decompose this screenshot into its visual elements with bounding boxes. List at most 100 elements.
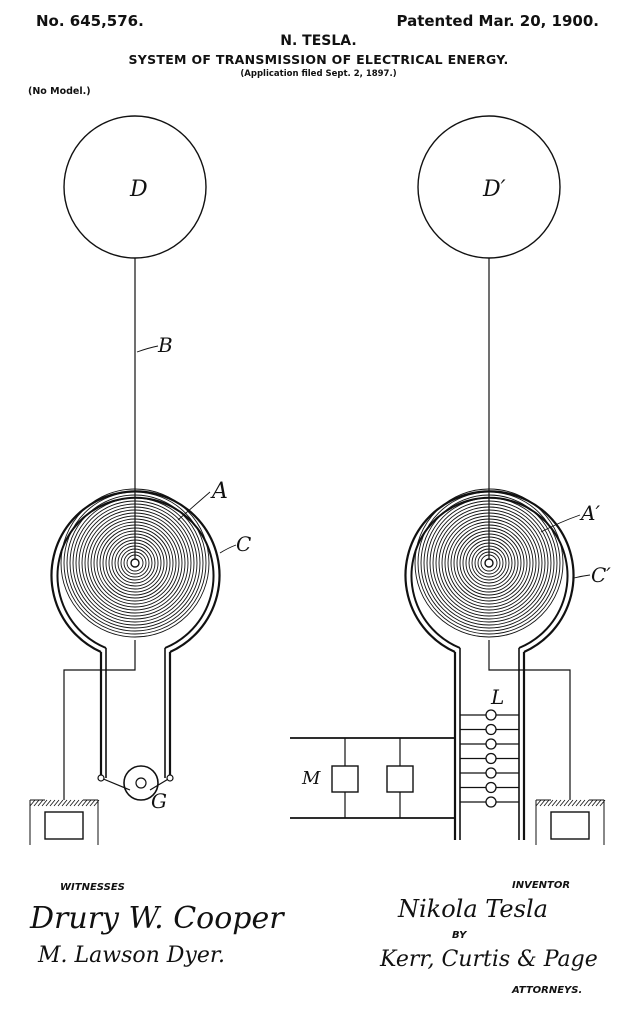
coil-turn <box>474 548 504 578</box>
coil-turn <box>423 497 555 629</box>
coil-turn <box>120 548 150 578</box>
ground-hatch <box>57 799 64 807</box>
coil-turn <box>450 524 528 602</box>
coil-turn <box>447 521 531 605</box>
application-date: (Application filed Sept. 2, 1897.) <box>240 69 397 79</box>
coil-turn <box>477 551 501 575</box>
casing-c <box>50 490 221 654</box>
leader-a <box>177 491 211 521</box>
coil-turn <box>123 551 147 575</box>
coil-turn <box>72 500 198 626</box>
ground-hatch <box>599 799 606 807</box>
coil-turn <box>93 521 177 605</box>
coil-turn <box>81 509 189 617</box>
ground-hatch <box>33 799 40 807</box>
coil-turn <box>438 512 540 614</box>
ground-hatch <box>81 799 88 807</box>
ground-hatch <box>539 799 546 807</box>
generator-g <box>123 765 159 801</box>
coil-turn <box>429 503 549 623</box>
ground-hatch <box>567 799 574 807</box>
coil-turn <box>471 545 507 581</box>
label-d-prime: D′ <box>482 177 506 202</box>
inventor-heading: N. TESLA. <box>280 33 357 49</box>
lamp <box>485 752 497 765</box>
coil-turn <box>90 518 180 608</box>
coil-turn <box>84 512 186 614</box>
ground-hatch <box>535 799 542 807</box>
coil-turn <box>75 503 195 623</box>
wire-g-right <box>149 777 171 791</box>
by-caption: BY <box>452 930 468 941</box>
coil-turn <box>102 530 168 596</box>
ground-hatch <box>29 799 36 807</box>
coil-turn <box>78 506 192 620</box>
coil-a-center <box>130 558 140 568</box>
coil-turn <box>108 536 162 590</box>
lead-to-ground-left <box>63 640 136 800</box>
ground-hatch <box>559 799 566 807</box>
label-a-prime: A′ <box>579 501 600 525</box>
witness-signature-2: M. Lawson Dyer. <box>37 943 225 968</box>
ground-hatch <box>73 799 80 807</box>
coil-turn <box>66 494 204 632</box>
ground-hatch <box>583 799 590 807</box>
generator-terminal-right <box>166 774 174 782</box>
witness-signature-1: Drury W. Cooper <box>29 901 285 936</box>
coil-turn <box>453 527 525 599</box>
label-l: L <box>490 685 504 709</box>
ground-hatch <box>53 799 60 807</box>
generator-g-shaft <box>135 777 147 789</box>
coil-turn <box>444 518 534 608</box>
coil-turn <box>69 497 201 629</box>
motor-m-1 <box>331 738 359 818</box>
lamp <box>485 723 497 736</box>
coil-turn <box>87 515 183 611</box>
coil-turn <box>468 542 510 584</box>
label-c-prime: C′ <box>591 563 611 587</box>
ground-hatch <box>579 799 586 807</box>
no-model-note: (No Model.) <box>28 86 91 97</box>
coil-turn <box>459 533 519 593</box>
label-g: G <box>151 789 167 813</box>
patent-title: SYSTEM OF TRANSMISSION OF ELECTRICAL ENE… <box>128 52 509 67</box>
ground-hatch <box>89 799 96 807</box>
coil-a <box>60 488 210 638</box>
coil-turn <box>465 539 513 587</box>
coil-turn <box>456 530 522 596</box>
coil-turn <box>435 509 543 617</box>
ground-hatch <box>571 799 578 807</box>
leader-b <box>136 345 159 353</box>
generator-terminal-left <box>97 774 105 782</box>
coil-turn <box>420 494 558 632</box>
label-b: B <box>157 333 173 357</box>
lamp <box>485 709 497 721</box>
leader-c-prime <box>573 574 591 579</box>
ground-hatch <box>555 799 562 807</box>
inventor-caption: INVENTOR <box>512 880 570 891</box>
ground-hatch <box>77 799 84 807</box>
coil-turn <box>105 533 165 593</box>
ground-hatch <box>543 799 550 807</box>
coil-turn <box>441 515 537 611</box>
ground-hatch <box>69 799 76 807</box>
coil-turn <box>96 524 174 602</box>
coil-a-prime <box>414 488 564 638</box>
ground-hatch <box>85 799 92 807</box>
coil-turn <box>63 491 207 635</box>
coil-turn <box>462 536 516 590</box>
coil-turn <box>426 500 552 626</box>
attorneys-caption: ATTORNEYS. <box>511 985 582 996</box>
casing-c-prime <box>404 490 575 654</box>
leader-c <box>219 544 237 554</box>
label-m: M <box>301 768 321 789</box>
coil-turn <box>114 542 156 584</box>
attorneys-signature: Kerr, Curtis & Page <box>379 947 598 972</box>
coil-turn <box>432 506 546 620</box>
coil-a-prime-center <box>484 558 494 568</box>
ground-hatch <box>563 799 570 807</box>
coil-turn <box>417 491 561 635</box>
ground-hatch <box>575 799 582 807</box>
coil-turn <box>480 554 498 572</box>
